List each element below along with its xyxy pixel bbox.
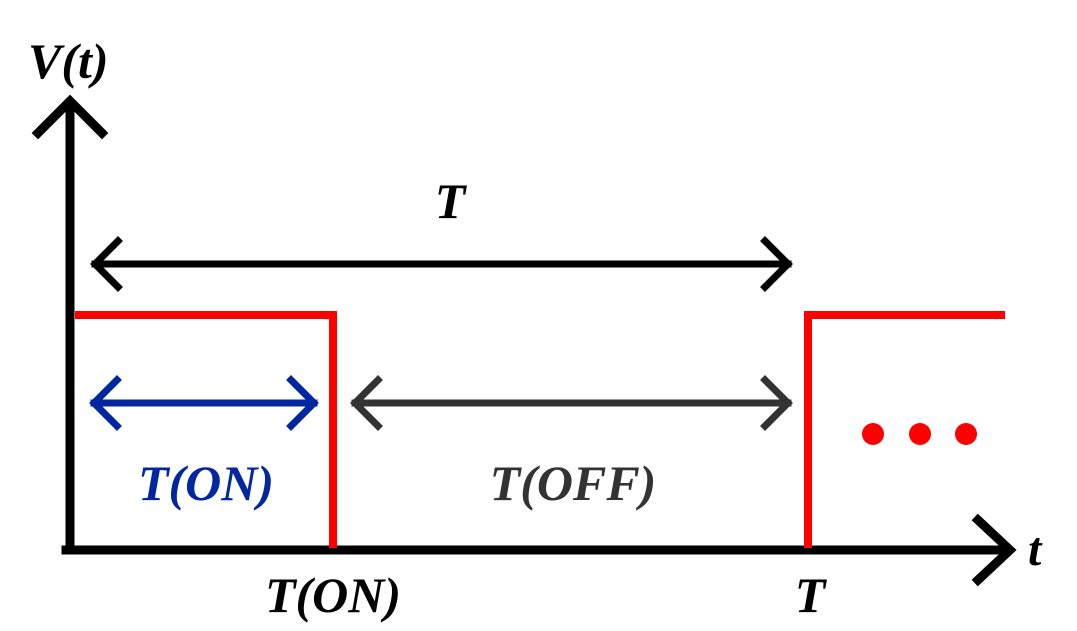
pulse-1 [75, 311, 337, 548]
x-axis-arrowhead [971, 513, 1017, 587]
pulse-2 [804, 311, 1005, 548]
t-off-arrow [350, 375, 793, 431]
axes [31, 94, 1017, 587]
period-arrow [90, 236, 793, 292]
ellipsis-dots-icon [862, 423, 977, 445]
t-on-inner-label: T(ON) [138, 455, 274, 511]
x-axis-label: t [1028, 523, 1043, 576]
y-axis-label: V(t) [28, 33, 109, 89]
t-on-axis-label: T(ON) [265, 567, 401, 623]
t-off-inner-label: T(OFF) [490, 455, 657, 511]
period-label: T [435, 173, 468, 229]
t-axis-label: T [795, 567, 828, 623]
signal-waveform [75, 311, 1005, 548]
y-axis-arrowhead [31, 94, 109, 140]
t-on-arrow [89, 375, 319, 431]
